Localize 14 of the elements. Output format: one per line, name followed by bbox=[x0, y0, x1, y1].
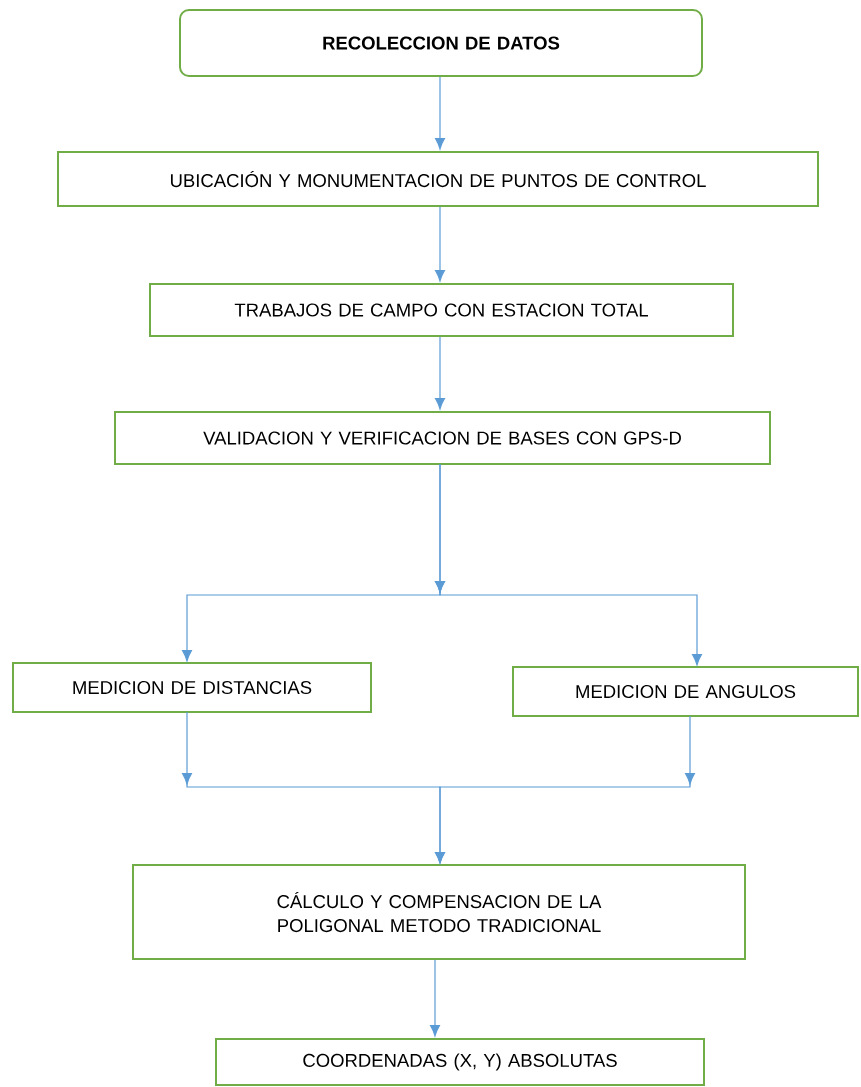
arrow bbox=[435, 206, 445, 282]
arrow bbox=[435, 336, 445, 410]
arrow bbox=[430, 959, 440, 1037]
process-box: TRABAJOS DE CAMPO CON ESTACION TOTAL bbox=[149, 283, 734, 337]
process-box: CÁLCULO Y COMPENSACION DE LA POLIGONAL METODO TRADICIONAL bbox=[132, 864, 746, 960]
rounded-box: RECOLECCION DE DATOS bbox=[179, 9, 703, 77]
process-box: VALIDACION Y VERIFICACION DE BASES CON GPS-D bbox=[114, 411, 771, 465]
arrow bbox=[435, 76, 445, 150]
arrow bbox=[435, 715, 695, 864]
process-box: MEDICION DE DISTANCIAS bbox=[12, 662, 372, 713]
process-box: COORDENADAS (X, Y) ABSOLUTAS bbox=[215, 1038, 705, 1086]
process-box: UBICACIÓN Y MONUMENTACION DE PUNTOS DE CONTROL bbox=[57, 151, 819, 207]
process-box: MEDICION DE ANGULOS bbox=[512, 666, 859, 717]
arrow bbox=[435, 463, 702, 666]
